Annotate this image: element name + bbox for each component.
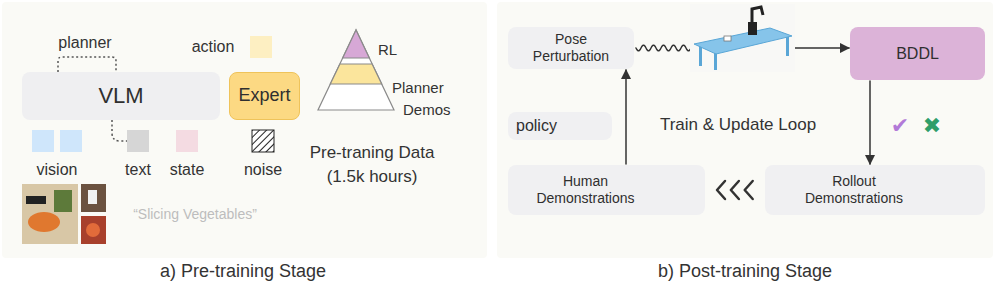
panel-caption: a) Pre-training Stage: [160, 261, 326, 283]
flow-arrow: [625, 70, 627, 164]
cross-mark: ✖: [923, 113, 941, 139]
model-box: VLM: [22, 72, 220, 120]
photo-detail: [86, 223, 100, 237]
panel-caption: b) Post-training Stage: [658, 261, 832, 283]
pyramid-rl-band: [343, 30, 370, 58]
food-photos: [22, 184, 106, 244]
expert-box: Expert: [229, 72, 300, 120]
flow-arrow: [717, 181, 753, 199]
photo-detail: [54, 190, 72, 212]
policy-box: policy: [508, 112, 612, 140]
text-stack: Expert: [238, 85, 290, 107]
text-stack: Pose Perturbation: [519, 31, 623, 65]
pyramid-caption: Pre-traning Data (1.5k hours): [292, 141, 452, 189]
state-token: [176, 130, 198, 152]
data-box: Human Demonstrations: [508, 165, 705, 215]
vision-token: [32, 130, 54, 152]
box-text: policy: [516, 116, 557, 135]
pyramid-label: Demos: [403, 101, 451, 119]
box-text: VLM: [98, 83, 143, 109]
table-top: [694, 28, 792, 54]
table-leg: [714, 52, 717, 70]
table-object: [724, 36, 731, 41]
text-stack: VLM: [98, 83, 143, 109]
vision-token: [60, 130, 82, 152]
table-leg: [699, 46, 702, 66]
token-label: state: [170, 160, 205, 179]
robot-base: [748, 22, 757, 35]
flow-arrow: [869, 81, 871, 164]
token-label: action: [192, 37, 235, 56]
box-text: Rollout Demonstrations: [794, 173, 914, 207]
data-box: Rollout Demonstrations: [765, 165, 985, 215]
text-stack: Human Demonstrations: [526, 173, 646, 207]
pyramid-planner-band: [330, 64, 381, 84]
scene-ground: [690, 4, 795, 72]
token-label: text: [125, 160, 151, 179]
photo-detail: [28, 212, 60, 232]
process-box: BDDL: [850, 27, 985, 80]
box-text: Expert: [238, 85, 290, 107]
box-text: Pose Perturbation: [519, 31, 623, 65]
pyramid-label: RL: [378, 41, 397, 59]
loop-label: Train & Update Loop: [660, 115, 816, 135]
box-text: Human Demonstrations: [526, 173, 646, 207]
robot-arm: [752, 7, 763, 22]
process-box: Pose Perturbation: [508, 27, 634, 69]
table-leg: [786, 36, 789, 56]
photo-detail: [26, 196, 46, 204]
text-stack: Rollout Demonstrations: [794, 173, 914, 207]
planner-bracket: [58, 57, 116, 72]
robot-scene: [690, 4, 795, 72]
token-label: noise: [244, 160, 282, 179]
noise-token: [252, 130, 274, 152]
text-token: [127, 130, 149, 152]
text-stack: BDDL: [896, 44, 939, 63]
panel-b-ground: [497, 2, 993, 258]
photo: [81, 216, 106, 244]
check-mark: ✔: [891, 113, 909, 139]
text-leader: [112, 120, 127, 141]
photo-detail: [88, 190, 97, 204]
photo: [22, 184, 78, 244]
pyramid-label: Planner: [392, 79, 444, 97]
panel-a-ground: [2, 2, 487, 258]
token-label: planner: [58, 33, 111, 52]
token-label: vision: [37, 160, 78, 179]
instruction-text: “Slicing Vegetables”: [133, 206, 257, 223]
text-stack: policy: [516, 116, 557, 135]
box-text: BDDL: [896, 44, 939, 63]
photo: [81, 184, 106, 212]
action-token: [250, 36, 272, 58]
